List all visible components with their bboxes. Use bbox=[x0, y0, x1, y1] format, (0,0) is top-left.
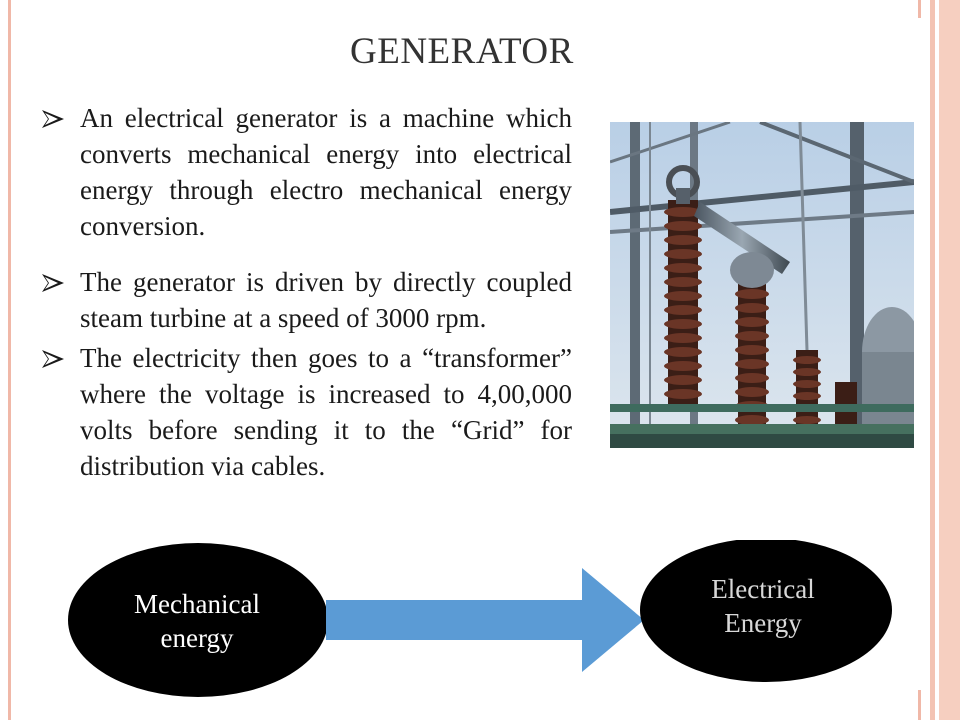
bullet-text: The electricity then goes to a “transfor… bbox=[80, 343, 572, 481]
bullet-item: The electricity then goes to a “transfor… bbox=[42, 340, 572, 484]
bullet-text: An electrical generator is a machine whi… bbox=[80, 103, 572, 241]
mechanical-energy-label-line2: energy bbox=[160, 623, 234, 653]
electrical-energy-ellipse bbox=[640, 540, 892, 682]
mechanical-energy-label: Mechanical energy bbox=[106, 587, 288, 655]
mechanical-energy-label-line1: Mechanical bbox=[134, 589, 260, 619]
bullet-list: An electrical generator is a machine whi… bbox=[42, 100, 572, 484]
electrical-energy-label-line1: Electrical bbox=[711, 574, 815, 604]
bullet-text: The generator is driven by directly coup… bbox=[80, 267, 572, 333]
slide-border-left bbox=[8, 0, 11, 720]
slide-title: GENERATOR bbox=[350, 31, 574, 72]
slide-border-right-top bbox=[918, 0, 921, 18]
right-arrowhead-bullet-icon bbox=[42, 110, 64, 128]
substation-photo bbox=[610, 122, 914, 448]
energy-conversion-diagram: Mechanical energy Electrical Energy bbox=[68, 540, 898, 700]
slide-border-right bbox=[930, 0, 935, 720]
electrical-energy-label-line2: Energy bbox=[724, 608, 802, 638]
electrical-energy-label: Electrical Energy bbox=[668, 572, 858, 640]
right-arrowhead-bullet-icon bbox=[42, 274, 64, 292]
bullet-item: The generator is driven by directly coup… bbox=[42, 264, 572, 336]
substation-insulators-image bbox=[610, 122, 914, 448]
mechanical-energy-ellipse bbox=[68, 543, 328, 697]
diagram-shapes bbox=[68, 540, 892, 697]
right-arrowhead-bullet-icon bbox=[42, 350, 64, 368]
slide-border-right-bottom bbox=[918, 690, 921, 720]
bullet-item: An electrical generator is a machine whi… bbox=[42, 100, 572, 244]
conversion-arrow bbox=[326, 568, 644, 672]
slide-border-right-wide bbox=[939, 0, 960, 720]
